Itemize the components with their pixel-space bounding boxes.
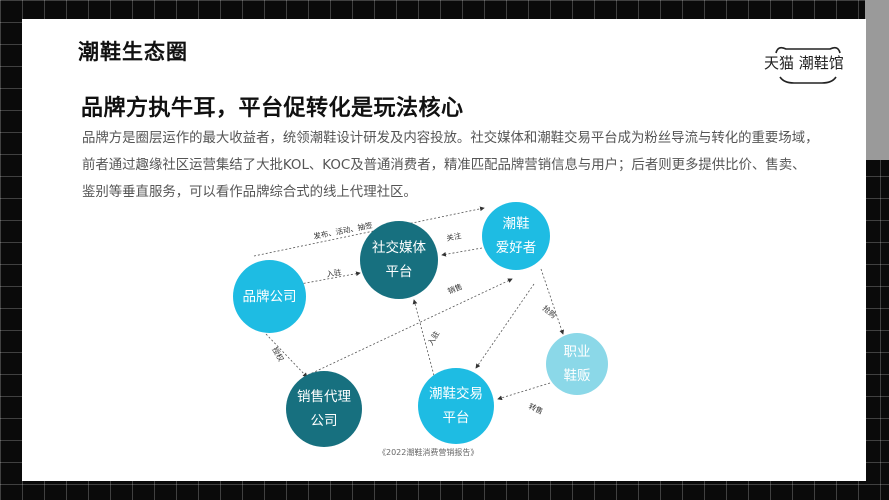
paragraph-line: 前者通过趣缘社区运营集结了大批KOL、KOC及普通消费者，精准匹配品牌营销信息与… (82, 158, 806, 173)
background-patch (865, 0, 889, 160)
node-social-media: 社交媒体 平台 (360, 221, 438, 299)
node-label: 潮鞋 爱好者 (495, 216, 537, 256)
node-sales-agent: 销售代理 公司 (286, 371, 362, 447)
logo-text: 天猫 潮鞋馆 (764, 54, 844, 72)
edge-brand-agent (265, 333, 308, 378)
node-label: 销售代理 公司 (297, 389, 351, 429)
edge-label: 发布、活动、抽签 (312, 220, 373, 241)
node-reseller: 职业 鞋贩 (546, 333, 608, 395)
edge-label: 入驻 (326, 266, 343, 279)
node-trade-platform: 潮鞋交易 平台 (418, 368, 494, 444)
edge-trade-social (412, 299, 438, 388)
ecosystem-diagram: 发布、活动、抽签 入驻 关注 销售 授权 入驻 抢购 转售 品牌公司 社交媒体 … (22, 19, 866, 481)
slide-card: 潮鞋生态圈 天猫 潮鞋馆 品牌方执牛耳，平台促转化是玩法核心 品牌方是圈层运作的… (22, 19, 866, 481)
node-label: 社交媒体 平台 (372, 240, 426, 280)
edge-fans-reseller (540, 268, 564, 335)
edge-label: 入驻 (425, 329, 441, 347)
edge-brand-fans (253, 206, 485, 257)
paragraph-line: 鉴别等垂直服务，可以看作品牌综合式的线上代理社区。 (82, 185, 417, 200)
node-label: 潮鞋交易 平台 (429, 386, 483, 426)
edge-label: 授权 (270, 345, 286, 363)
diagram-edges: 发布、活动、抽签 入驻 关注 销售 授权 入驻 抢购 转售 (253, 206, 564, 416)
edge-label: 抢购 (541, 303, 559, 320)
node-label: 品牌公司 (242, 288, 297, 305)
node-sneaker-fans: 潮鞋 爱好者 (482, 202, 550, 270)
diagram-caption: 《2022潮鞋消费营销报告》 (378, 448, 479, 457)
edge-label: 销售 (446, 281, 464, 296)
edge-label: 转售 (527, 401, 545, 416)
edge-fans-social (441, 247, 483, 257)
edge-label: 关注 (445, 230, 462, 243)
tmall-logo: 天猫 潮鞋馆 (764, 41, 854, 89)
edge-agent-fans (307, 278, 513, 376)
paragraph-line: 品牌方是圈层运作的最大收益者，统领潮鞋设计研发及内容投放。社交媒体和潮鞋交易平台… (82, 131, 819, 146)
node-brand-company: 品牌公司 (233, 260, 306, 333)
tmall-cat-icon (775, 46, 841, 84)
edge-reseller-trade (497, 382, 551, 401)
body-paragraph: 品牌方是圈层运作的最大收益者，统领潮鞋设计研发及内容投放。社交媒体和潮鞋交易平台… (82, 125, 872, 206)
headline: 品牌方执牛耳，平台促转化是玩法核心 (81, 96, 464, 121)
node-label: 职业 鞋贩 (563, 344, 591, 384)
section-title: 潮鞋生态圈 (78, 40, 188, 64)
edge-fans-trade (475, 283, 535, 369)
